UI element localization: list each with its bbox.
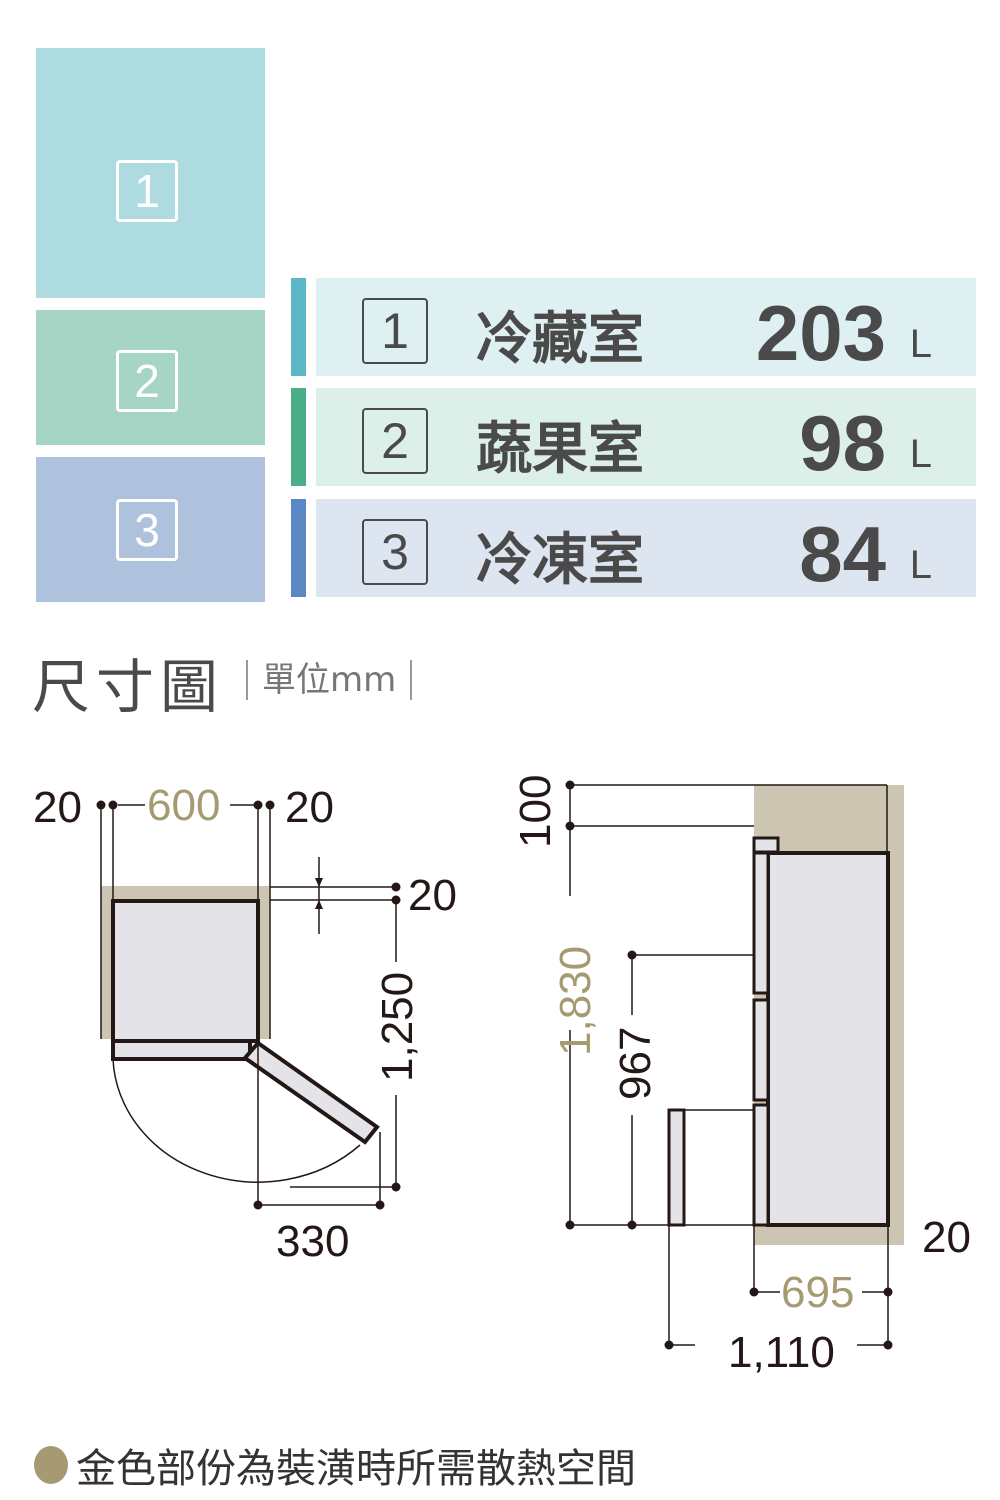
capacity-unit: L bbox=[909, 432, 932, 476]
gold-bullet-icon bbox=[34, 1446, 68, 1484]
capacity-row: 3 冷凍室 84 L bbox=[316, 499, 976, 598]
capacity-value: 84 bbox=[799, 510, 886, 598]
side-view-diagram bbox=[565, 780, 904, 1350]
dimension-title: 尺寸圖 bbox=[32, 653, 225, 721]
row-number: 2 bbox=[362, 408, 428, 474]
dim-depth: 695 bbox=[781, 1268, 854, 1317]
block-number: 1 bbox=[116, 160, 178, 222]
dim-top-gap: 100 bbox=[511, 775, 560, 848]
color-bar-2 bbox=[291, 388, 306, 486]
capacity-row: 1 冷藏室 203 L bbox=[316, 278, 976, 377]
row-number: 3 bbox=[362, 519, 428, 585]
note-text: 金色部份為裝潢時所需散熱空間 bbox=[76, 1446, 636, 1492]
heat-clearance-note: 金色部份為裝潢時所需散熱空間 bbox=[34, 1436, 636, 1494]
unit-label: 單位mm bbox=[246, 660, 413, 700]
dim-height: 1,830 bbox=[551, 946, 600, 1056]
capacity-unit: L bbox=[909, 543, 932, 587]
row-number: 1 bbox=[362, 298, 428, 364]
dim-drawer-height: 967 bbox=[611, 1027, 660, 1100]
compartment-name: 冷凍室 bbox=[476, 528, 644, 593]
dim-width: 600 bbox=[147, 781, 220, 830]
compartment-block-1: 1 bbox=[36, 48, 265, 298]
capacity-row: 2 蔬果室 98 L bbox=[316, 388, 976, 487]
compartment-name: 蔬果室 bbox=[476, 417, 644, 482]
capacity-value: 98 bbox=[799, 399, 886, 487]
dim-open-depth: 1,250 bbox=[373, 972, 422, 1082]
block-number: 3 bbox=[116, 499, 178, 561]
compartment-block-2: 2 bbox=[36, 310, 265, 445]
color-bar-3 bbox=[291, 499, 306, 597]
dim-door-swing: 330 bbox=[276, 1217, 349, 1266]
compartment-block-3: 3 bbox=[36, 457, 265, 602]
color-bar-1 bbox=[291, 278, 306, 376]
capacity-value: 203 bbox=[755, 289, 886, 377]
block-number: 2 bbox=[116, 350, 178, 412]
dim-open-depth-side: 1,110 bbox=[728, 1328, 835, 1377]
dim-back-gap: 20 bbox=[408, 871, 457, 920]
capacity-unit: L bbox=[909, 322, 932, 366]
compartment-name: 冷藏室 bbox=[476, 307, 644, 372]
dim-left-gap: 20 bbox=[33, 783, 82, 832]
dim-side-back-gap: 20 bbox=[922, 1213, 971, 1262]
top-view-diagram bbox=[96, 800, 401, 1210]
dim-right-gap: 20 bbox=[285, 783, 334, 832]
